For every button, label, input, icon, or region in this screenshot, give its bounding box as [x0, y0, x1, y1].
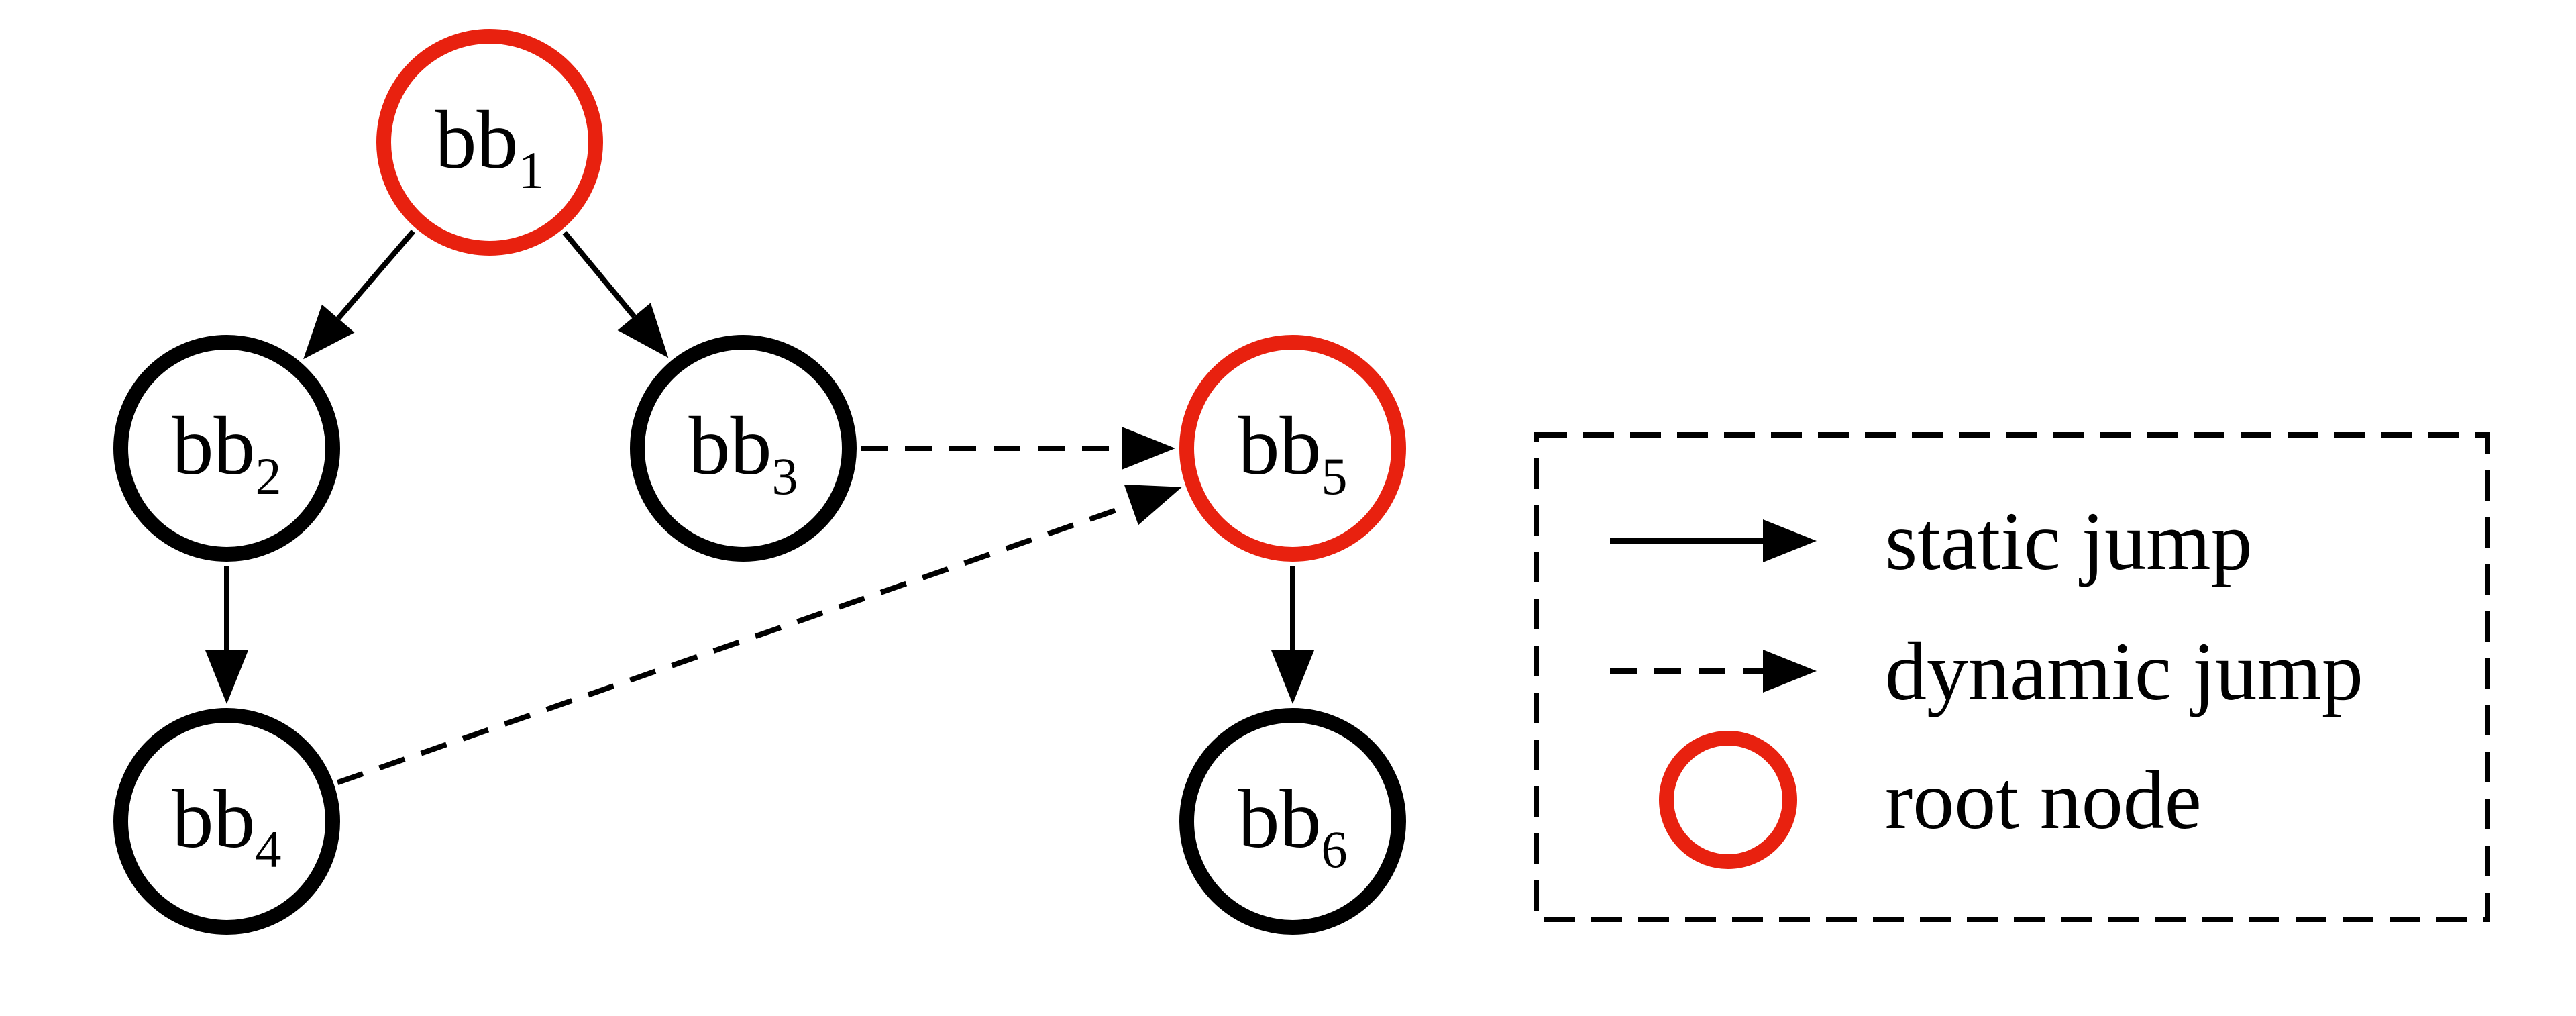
- arrowhead-bb2-bb4: [205, 650, 248, 704]
- node-bb1-label: bb1: [435, 94, 545, 199]
- node-bb3-circle: [630, 335, 857, 562]
- legend-item-static: static jump: [1610, 495, 2253, 587]
- node-bb2-circle: [113, 335, 340, 562]
- arrowhead-bb5-bb6: [1271, 650, 1314, 704]
- node-bb6-circle: [1179, 708, 1406, 935]
- legend-dynamic-arrowhead: [1763, 650, 1817, 693]
- node-bb4: bb4: [113, 708, 340, 935]
- legend-dynamic-label: dynamic jump: [1885, 625, 2363, 717]
- node-bb3: bb3: [630, 335, 857, 562]
- arrowhead-bb3-bb5: [1122, 427, 1175, 470]
- node-bb3-label: bb3: [689, 400, 798, 505]
- edge-bb4-bb5: [336, 502, 1132, 785]
- edges-group: [205, 230, 1314, 785]
- node-bb2-label: bb2: [172, 400, 282, 505]
- legend-static-arrowhead: [1763, 519, 1817, 562]
- edge-bb1-bb2: [336, 230, 415, 321]
- node-bb6: bb6: [1179, 708, 1406, 935]
- node-bb1: bb1: [376, 29, 603, 256]
- legend: static jump dynamic jump root node: [1534, 432, 2490, 922]
- edge-bb1-bb3: [562, 231, 637, 319]
- node-bb2: bb2: [113, 335, 340, 562]
- node-bb5: bb5: [1179, 335, 1406, 562]
- arrowhead-bb1-bb2: [303, 304, 355, 360]
- arrowhead-bb4-bb5: [1124, 485, 1182, 525]
- node-bb5-label: bb5: [1238, 400, 1348, 505]
- node-bb4-circle: [113, 708, 340, 935]
- legend-static-label: static jump: [1885, 495, 2253, 587]
- legend-root-label: root node: [1885, 754, 2202, 846]
- arrowhead-bb1-bb3: [617, 303, 669, 358]
- node-bb5-circle: [1179, 335, 1406, 562]
- legend-item-dynamic: dynamic jump: [1610, 625, 2363, 717]
- node-bb1-circle: [376, 29, 603, 256]
- node-bb4-label: bb4: [172, 773, 282, 878]
- legend-box: [1534, 432, 2490, 922]
- node-bb6-label: bb6: [1238, 773, 1348, 878]
- legend-item-root: root node: [1659, 731, 2202, 869]
- nodes-group: bb1 bb2 bb3 bb4 bb5: [113, 29, 1406, 935]
- legend-root-circle: [1659, 731, 1797, 869]
